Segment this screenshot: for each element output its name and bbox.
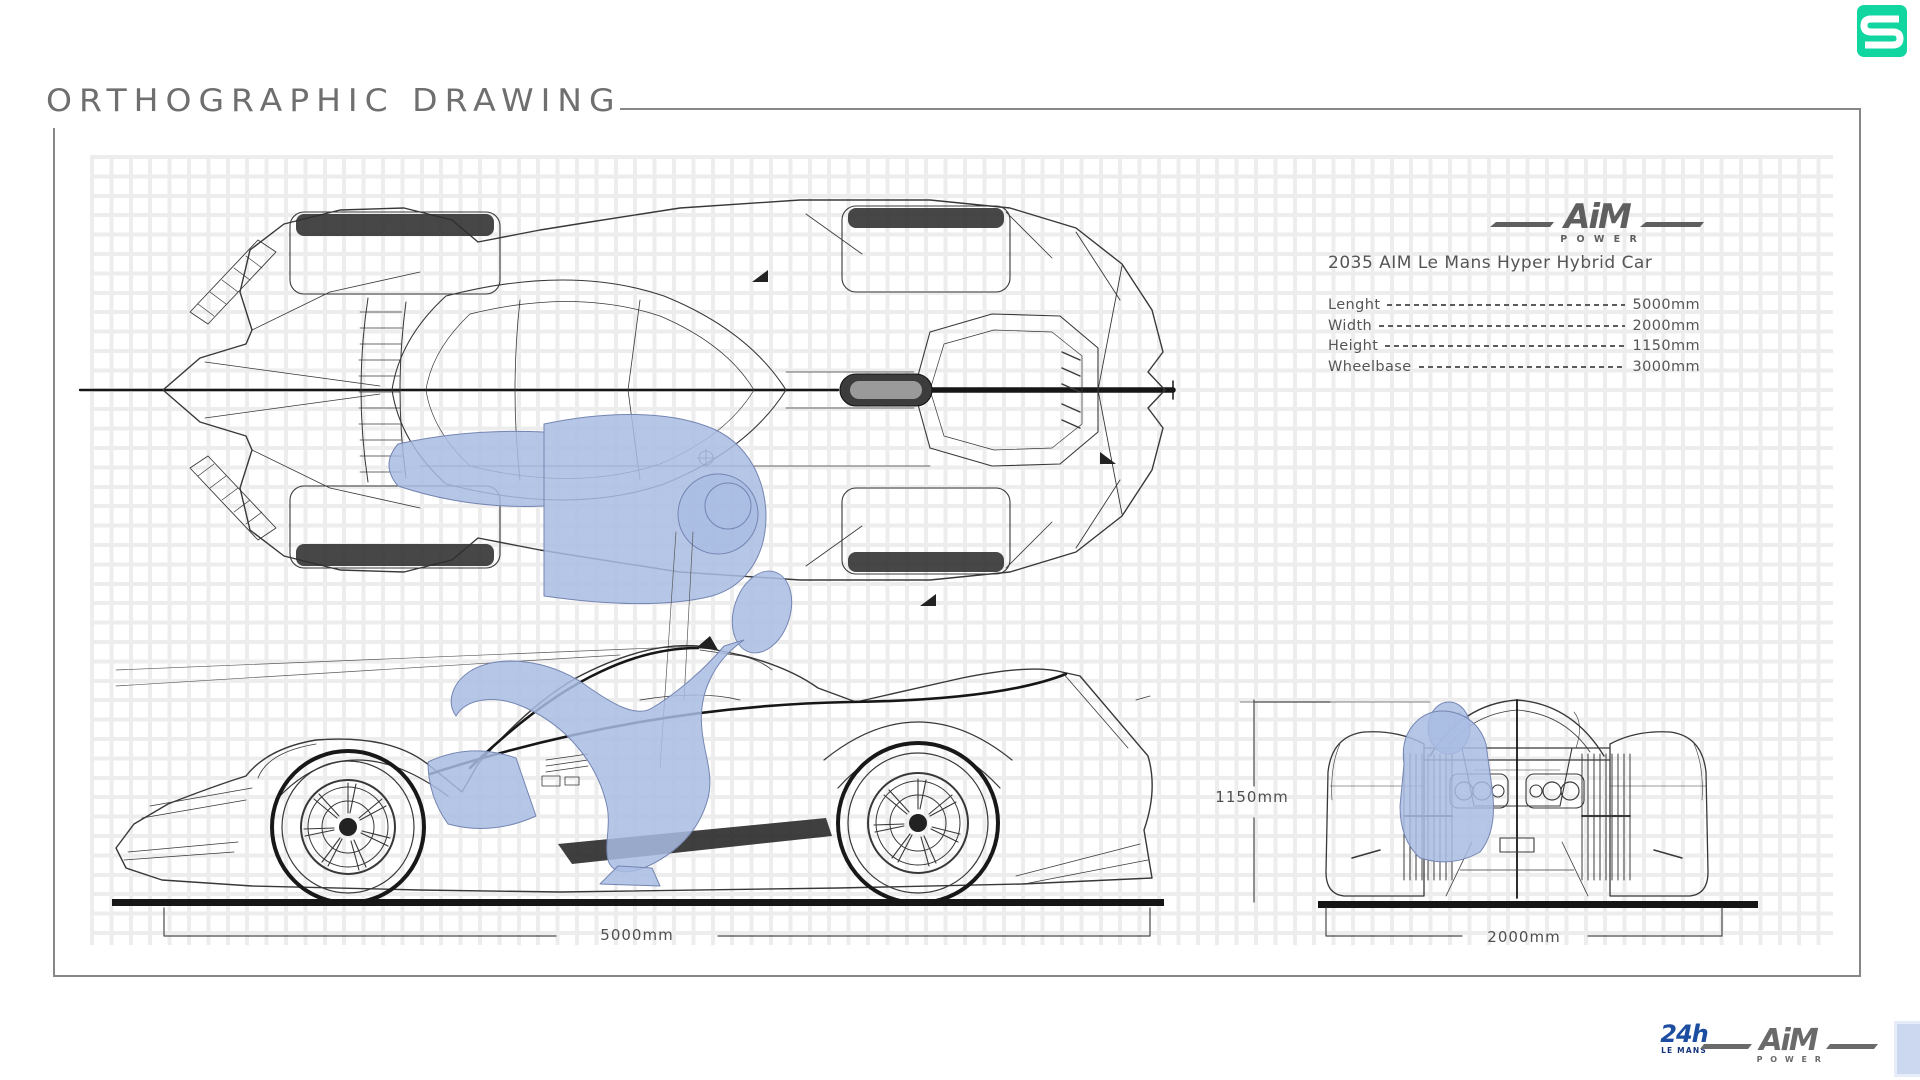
leader-dashes	[1379, 324, 1626, 327]
spec-row-width: Width 2000mm	[1328, 316, 1700, 337]
leader-dashes	[1418, 365, 1626, 368]
spec-value: 3000mm	[1632, 358, 1700, 375]
driver-silhouette-side	[427, 570, 793, 887]
spec-value: 5000mm	[1632, 297, 1700, 314]
aim-logo-power-text: P O W E R	[1560, 234, 1640, 245]
spec-row-wheelbase: Wheelbase 3000mm	[1328, 357, 1700, 378]
length-dimension-label: 5000mm	[600, 926, 674, 944]
spec-table: Lenght 5000mm Width 2000mm Height 1150mm…	[1328, 295, 1700, 377]
frame-right-border	[1859, 108, 1861, 977]
aim-power-logo: AiM P O W E R	[1490, 197, 1704, 245]
spec-row-height: Height 1150mm	[1328, 336, 1700, 357]
lemans-lemans-text: LE MANS	[1661, 1046, 1707, 1055]
aim-logo-right-bar	[1640, 222, 1704, 227]
front-wheel	[270, 749, 426, 905]
lemans-24h-logo: 24h LE MANS	[1656, 1022, 1712, 1055]
top-view-drawing	[78, 199, 1176, 605]
spec-label: Height	[1328, 338, 1379, 355]
aim-logo-text: AiM	[1561, 197, 1632, 237]
page-title: ORTHOGRAPHIC DRAWING	[46, 82, 622, 119]
driver-silhouette-top	[388, 413, 767, 605]
aim-footer-left-bar	[1700, 1044, 1752, 1049]
driver-silhouette-front	[1399, 701, 1494, 863]
frame-left-border	[53, 128, 55, 977]
side-ground-line	[112, 899, 1164, 906]
leader-dashes	[1385, 345, 1626, 348]
aim-footer-right-bar	[1826, 1044, 1878, 1049]
s-logo-badge	[1857, 5, 1907, 57]
aim-footer-text: AiM	[1757, 1023, 1819, 1058]
aim-logo-left-bar	[1490, 222, 1554, 227]
spec-label: Width	[1328, 317, 1373, 334]
aim-footer-power-text: P O W E R	[1757, 1055, 1824, 1064]
front-view-drawing	[1239, 699, 1758, 908]
dimension-lines	[163, 699, 1723, 937]
spec-label: Wheelbase	[1328, 358, 1412, 375]
rear-wheel	[836, 741, 1000, 905]
spec-value: 2000mm	[1632, 317, 1700, 334]
spec-title: 2035 AIM Le Mans Hyper Hybrid Car	[1328, 253, 1653, 273]
lemans-24h-text: 24h	[1660, 1020, 1708, 1048]
spec-label: Lenght	[1328, 297, 1381, 314]
spec-row-length: Lenght 5000mm	[1328, 295, 1700, 316]
frame-bottom-border	[53, 975, 1861, 977]
blue-swatch	[1894, 1021, 1920, 1077]
leader-dashes	[1387, 304, 1626, 307]
height-dimension-label: 1150mm	[1215, 788, 1289, 806]
s-logo-icon	[1860, 15, 1904, 49]
front-ground-line	[1318, 901, 1758, 908]
side-view-drawing	[112, 531, 1164, 906]
width-dimension-label: 2000mm	[1487, 928, 1561, 946]
aim-power-logo-footer: AiM P O W E R	[1700, 1023, 1878, 1064]
spec-value: 1150mm	[1632, 338, 1700, 355]
title-rule	[620, 108, 1860, 110]
